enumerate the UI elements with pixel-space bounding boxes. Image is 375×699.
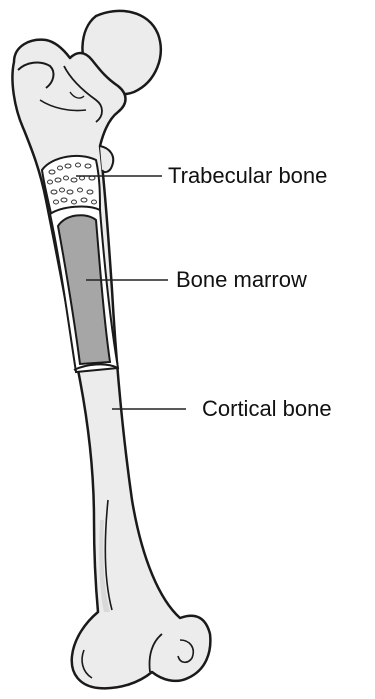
lesser-trochanter [100,146,113,172]
trabecular-bone-label: Trabecular bone [168,163,327,188]
cortical-bone-label: Cortical bone [202,396,332,421]
bone-marrow-label: Bone marrow [176,267,307,292]
